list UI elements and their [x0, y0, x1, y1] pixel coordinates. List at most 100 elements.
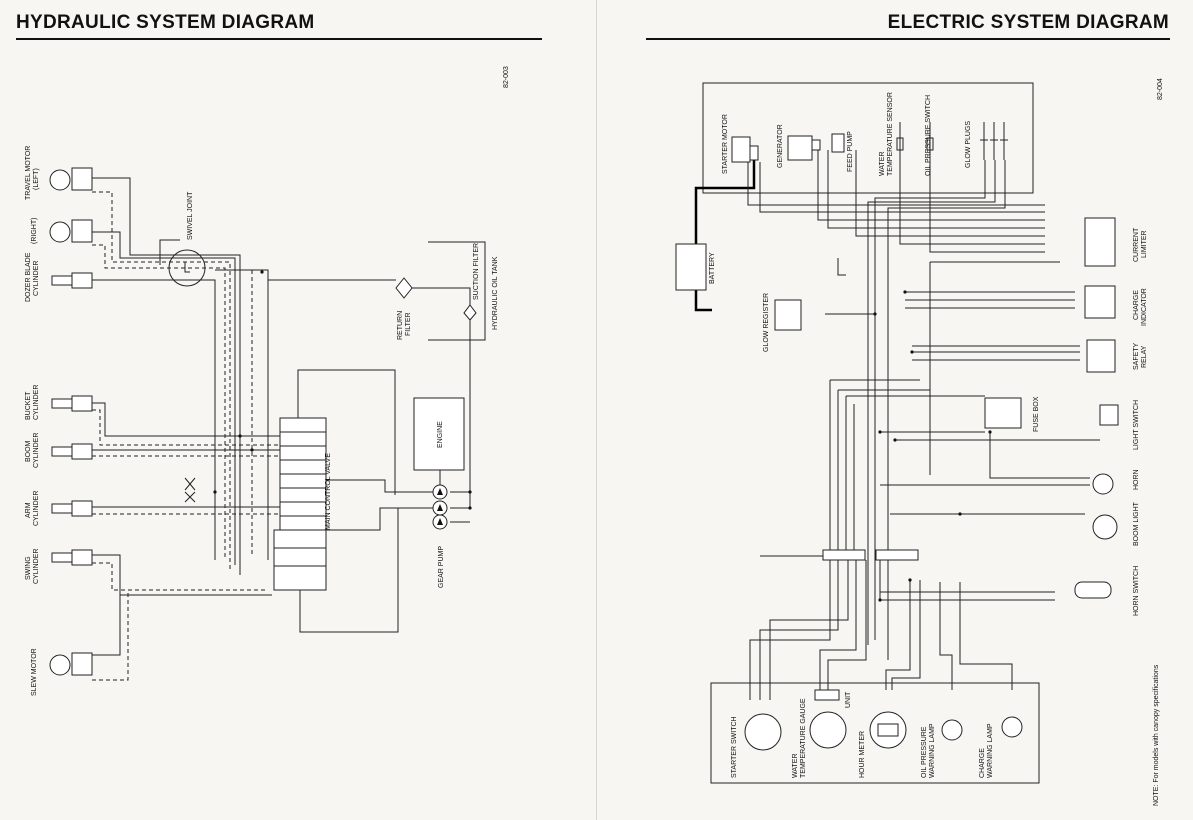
arm-label: ARM [25, 502, 32, 518]
boom-light-label: BOOM LIGHT [1133, 501, 1140, 546]
connector-left [822, 549, 866, 561]
travel-motor-right-label: (RIGHT) [31, 218, 38, 244]
fuse-box-symbol [984, 397, 1022, 429]
generator-label: GENERATOR [777, 124, 784, 168]
unit-connector [814, 689, 840, 701]
boom-label: BOOM [25, 440, 32, 462]
charge-lamp-sublabel: WARNING LAMP [987, 723, 994, 778]
dozer-blade-sublabel: CYLINDER [33, 261, 40, 296]
unit-label: UNIT [845, 691, 852, 708]
oil-pressure-switch-label: OIL PRESSURE SWITCH [925, 95, 932, 176]
charge-indicator-sublabel: INDICATOR [1141, 288, 1148, 326]
bucket-label: BUCKET [25, 391, 32, 420]
return-filter-label: RETURN [397, 311, 404, 340]
title-rule-left [16, 38, 542, 40]
horn-switch-label: HORN SWITCH [1133, 566, 1140, 616]
starter-motor-symbol [731, 136, 751, 163]
horn-switch-symbol [1074, 581, 1112, 599]
swing-label: SWING [25, 556, 32, 580]
travel-motor-left-sublabel: (LEFT) [33, 168, 40, 190]
suction-filter-symbol [463, 304, 477, 321]
hour-meter-label: HOUR METER [859, 731, 866, 778]
main-control-valve-symbol [273, 417, 327, 591]
oil-tank-label: HYDRAULIC OIL TANK [492, 256, 499, 330]
glow-register-symbol [774, 299, 802, 331]
main-valve-label: MAIN CONTROL VALVE [325, 453, 332, 530]
battery-symbol [675, 243, 707, 291]
oil-pressure-lamp-label: OIL PRESSURE [921, 726, 928, 778]
light-switch-label: LIGHT SWITCH [1133, 400, 1140, 450]
starter-switch-label: STARTER SWITCH [731, 716, 738, 778]
hydraulic-diagram: 82-003 [25, 66, 510, 696]
safety-relay-sublabel: RELAY [1141, 345, 1148, 368]
current-limiter-sublabel: LIMITER [1141, 230, 1148, 258]
bucket-sublabel: CYLINDER [33, 385, 40, 420]
starter-switch-symbol [744, 713, 782, 751]
oil-pressure-lamp-sublabel: WARNING LAMP [929, 723, 936, 778]
hour-meter-display [877, 723, 899, 737]
water-temp-sensor-label: WATER [879, 152, 886, 177]
boom-sublabel: CYLINDER [33, 433, 40, 468]
return-filter-sublabel: FILTER [405, 312, 412, 336]
boom-light-symbol [1092, 514, 1118, 540]
electric-code: 82-004 [1157, 78, 1164, 100]
glow-plugs-symbol [980, 122, 1008, 160]
return-filter-symbol [395, 277, 413, 299]
charge-indicator-symbol [1084, 285, 1116, 319]
water-temp-sensor-symbol [896, 122, 904, 160]
starter-motor-terminal [749, 145, 759, 161]
electric-wiring [694, 150, 1100, 700]
battery-label: BATTERY [709, 252, 716, 284]
connector-right [875, 549, 919, 561]
gear-pump-symbol [432, 484, 448, 530]
hydraulic-code: 82-003 [503, 66, 510, 88]
glow-register-label: GLOW REGISTER [763, 293, 770, 352]
arm-cylinder-symbol [51, 500, 93, 517]
gear-pump-label: GEAR PUMP [438, 546, 445, 588]
slew-motor-symbol [49, 652, 93, 676]
charge-indicator-label: CHARGE [1133, 290, 1140, 320]
canopy-note: NOTE: For models with canopy specificati… [1153, 664, 1160, 806]
slew-motor-label: SLEW MOTOR [31, 648, 38, 696]
engine-label: ENGINE [437, 421, 444, 448]
travel-motor-right-symbol [49, 219, 93, 243]
swing-sublabel: CYLINDER [33, 549, 40, 584]
engine-symbol [413, 397, 465, 471]
swivel-joint-mark [184, 262, 190, 273]
bucket-cylinder-symbol [51, 395, 93, 412]
charge-lamp-label: CHARGE [979, 748, 986, 778]
water-temp-gauge-label: WATER [792, 754, 799, 779]
page-gutter [596, 0, 597, 820]
water-temp-gauge-sublabel: TEMPERATURE GAUGE [800, 698, 807, 778]
starter-motor-label: STARTER MOTOR [722, 114, 729, 174]
feed-pump-label: FEED PUMP [847, 131, 854, 172]
feed-pump-symbol [831, 133, 845, 153]
suction-filter-label: SUCTION FILTER [473, 243, 480, 300]
hydraulic-hoses [92, 177, 486, 681]
oil-pressure-switch-symbol [926, 122, 934, 160]
current-limiter-symbol [1084, 217, 1116, 267]
glow-plugs-label: GLOW PLUGS [965, 121, 972, 168]
generator-symbol [787, 135, 813, 161]
safety-relay-label: SAFETY [1133, 342, 1140, 370]
water-temp-gauge-symbol [809, 711, 847, 749]
electric-diagram: 82-004 [675, 78, 1164, 806]
swing-cylinder-symbol [51, 549, 93, 566]
instrument-panel-frame [710, 682, 1040, 784]
light-switch-symbol [1099, 404, 1119, 426]
swivel-joint-symbol [168, 249, 206, 287]
swivel-joint-label: SWIVEL JOINT [187, 191, 194, 240]
arm-sublabel: CYLINDER [33, 491, 40, 526]
oil-pressure-lamp-symbol [941, 719, 963, 741]
charge-lamp-symbol [1001, 716, 1023, 738]
current-limiter-label: CURRENT [1133, 227, 1140, 262]
safety-relay-symbol [1086, 339, 1116, 373]
title-rule-right [646, 38, 1170, 40]
fuse-box-label: FUSE BOX [1033, 396, 1040, 432]
plug-marks [184, 477, 196, 503]
horn-symbol [1092, 473, 1114, 495]
boom-cylinder-symbol [51, 443, 93, 460]
electric-diagram-title: ELECTRIC SYSTEM DIAGRAM [887, 12, 1169, 33]
dozer-blade-label: DOZER BLADE [25, 252, 32, 302]
dozer-blade-cylinder-symbol [51, 272, 93, 289]
